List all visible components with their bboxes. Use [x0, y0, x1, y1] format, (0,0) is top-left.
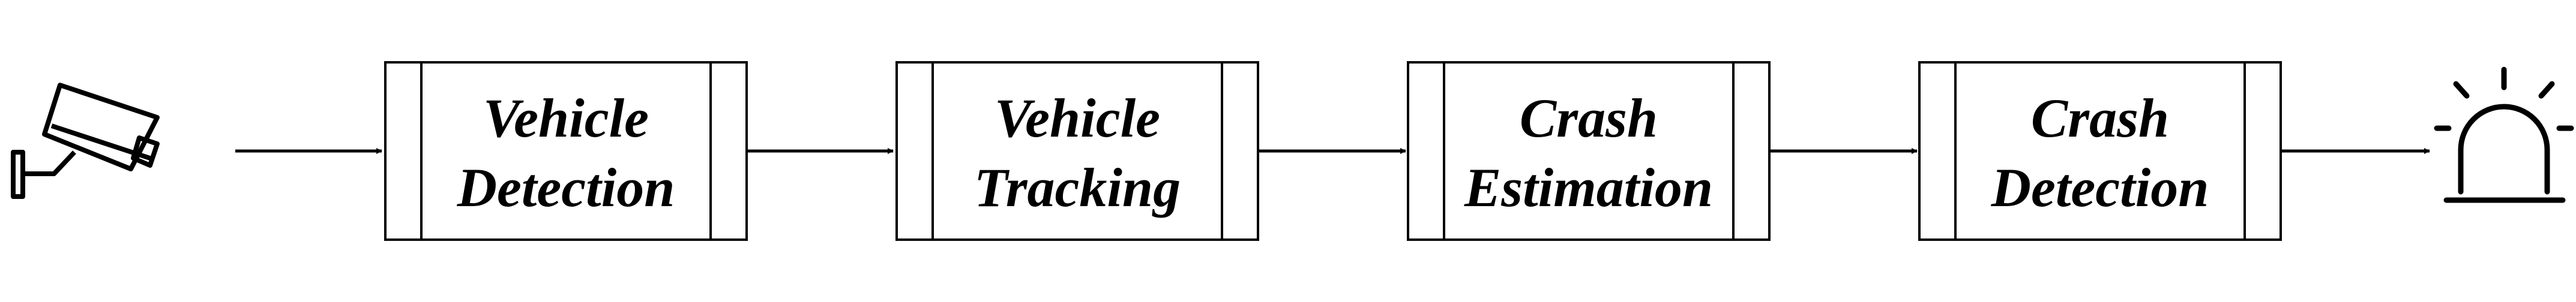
security-camera-icon	[11, 83, 160, 199]
stage-label-line2: Tracking	[974, 157, 1181, 218]
stage-label-line2: Estimation	[1464, 157, 1713, 218]
stage-label-line1: Crash	[2031, 87, 2169, 149]
alarm-siren-icon	[2434, 67, 2574, 203]
stage-vehicle-detection: Vehicle Detection	[384, 61, 748, 241]
stage-label-line1: Vehicle	[483, 87, 649, 149]
stage-label-line2: Detection	[1991, 157, 2209, 218]
stage-vehicle-tracking: Vehicle Tracking	[895, 61, 1259, 241]
stage-crash-estimation: Crash Estimation	[1407, 61, 1771, 241]
stage-crash-detection: Crash Detection	[1918, 61, 2282, 241]
stage-label-line2: Detection	[457, 157, 675, 218]
stage-label-line1: Crash	[1520, 87, 1658, 149]
stage-label-line1: Vehicle	[995, 87, 1160, 149]
